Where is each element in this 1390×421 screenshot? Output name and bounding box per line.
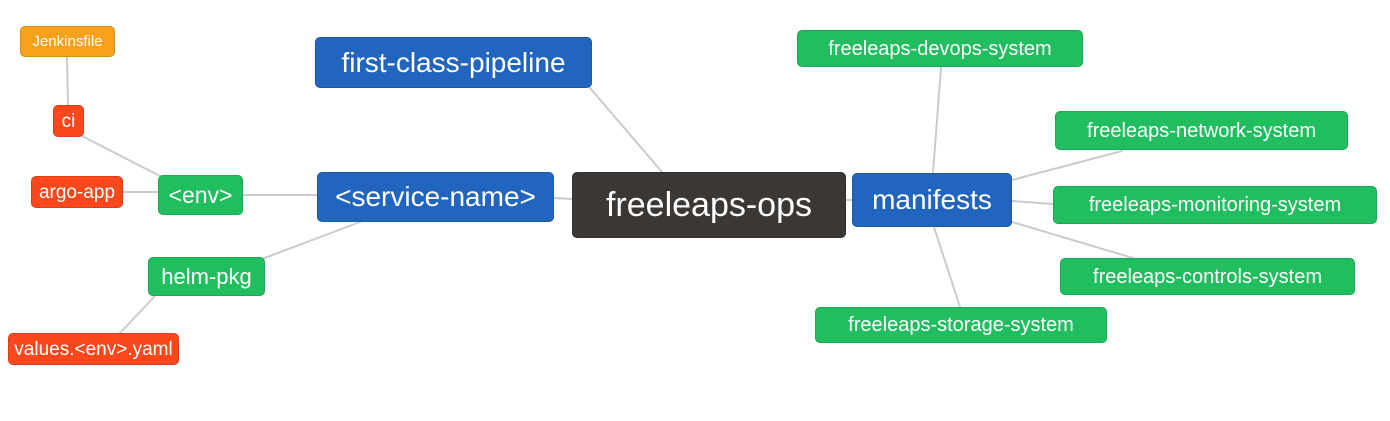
node-env[interactable]: <env>: [158, 175, 243, 215]
edge-helm-pkg--values-env-yaml: [119, 295, 156, 334]
node-freeleaps-ops[interactable]: freeleaps-ops: [572, 172, 846, 238]
node-first-class-pipeline[interactable]: first-class-pipeline: [315, 37, 592, 88]
edge-jenkinsfile--ci: [66, 56, 69, 106]
edge-manifests--freeleaps-network-system: [1011, 150, 1123, 181]
node-helm-pkg[interactable]: helm-pkg: [148, 257, 265, 296]
node-argo-app[interactable]: argo-app: [31, 176, 123, 208]
node-values-env-yaml[interactable]: values.<env>.yaml: [8, 333, 179, 365]
edge-service-name--helm-pkg: [261, 221, 361, 260]
node-freeleaps-monitoring-system[interactable]: freeleaps-monitoring-system: [1053, 186, 1377, 224]
node-freeleaps-devops-system[interactable]: freeleaps-devops-system: [797, 30, 1083, 67]
edge-manifests--freeleaps-controls-system: [1011, 221, 1134, 259]
edge-manifests--freeleaps-devops-system: [932, 66, 942, 174]
node-freeleaps-controls-system[interactable]: freeleaps-controls-system: [1060, 258, 1355, 295]
edge-ci--env: [81, 135, 161, 177]
node-service-name[interactable]: <service-name>: [317, 172, 554, 222]
edge-first-class-pipeline--freeleaps-ops: [589, 87, 663, 173]
node-freeleaps-storage-system[interactable]: freeleaps-storage-system: [815, 307, 1107, 343]
edge-service-name--freeleaps-ops: [553, 197, 573, 200]
node-freeleaps-network-system[interactable]: freeleaps-network-system: [1055, 111, 1348, 150]
edge-manifests--freeleaps-monitoring-system: [1011, 200, 1054, 205]
edge-manifests--freeleaps-storage-system: [933, 226, 961, 308]
node-manifests[interactable]: manifests: [852, 173, 1012, 227]
node-jenkinsfile[interactable]: Jenkinsfile: [20, 26, 115, 57]
node-ci[interactable]: ci: [53, 105, 84, 137]
